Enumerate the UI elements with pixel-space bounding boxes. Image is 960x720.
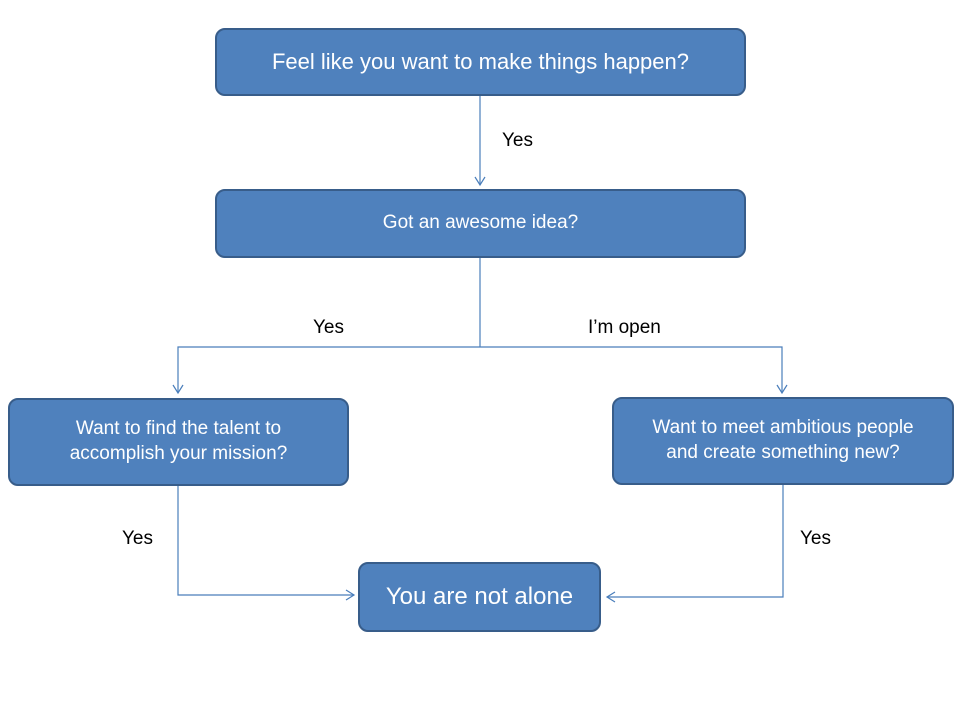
connector-idea-to-talent	[177, 346, 480, 393]
node-talent-text: Want to find the talent to accomplish yo…	[70, 417, 288, 466]
node-idea: Got an awesome idea?	[215, 189, 746, 258]
arrowhead-start-to-idea	[474, 176, 486, 187]
arrowhead-idea-to-meet	[776, 384, 788, 395]
arrowhead-idea-to-talent	[172, 384, 184, 395]
connector-meet-to-end	[607, 485, 784, 598]
node-meet-line-1: Want to meet ambitious people	[652, 417, 914, 439]
node-end: You are not alone	[358, 562, 601, 632]
node-end-text: You are not alone	[385, 583, 574, 611]
connector-talent-to-end	[177, 486, 354, 596]
node-talent: Want to find the talent to accomplish yo…	[8, 398, 349, 486]
arrowhead-talent-to-end	[345, 589, 356, 601]
node-talent-line-1: Want to find the talent to	[75, 418, 282, 440]
edge-label-idea-to-meet: I’m open	[588, 317, 661, 338]
connector-idea-to-meet	[480, 346, 783, 393]
node-idea-text: Got an awesome idea?	[382, 212, 579, 234]
node-talent-line-2: accomplish your mission?	[69, 443, 288, 464]
edge-label-start-to-idea: Yes	[502, 130, 533, 151]
node-start-text: Feel like you want to make things happen…	[271, 48, 690, 74]
edge-label-talent-to-end: Yes	[122, 528, 153, 549]
arrowhead-meet-to-end	[605, 591, 616, 603]
node-meet-line-2: and create something new?	[666, 442, 900, 463]
node-start: Feel like you want to make things happen…	[215, 28, 746, 96]
node-meet-text: Want to meet ambitious people and create…	[652, 416, 913, 465]
edge-label-idea-to-talent: Yes	[313, 317, 344, 338]
edge-label-meet-to-end: Yes	[800, 528, 831, 549]
node-meet: Want to meet ambitious people and create…	[612, 397, 954, 485]
